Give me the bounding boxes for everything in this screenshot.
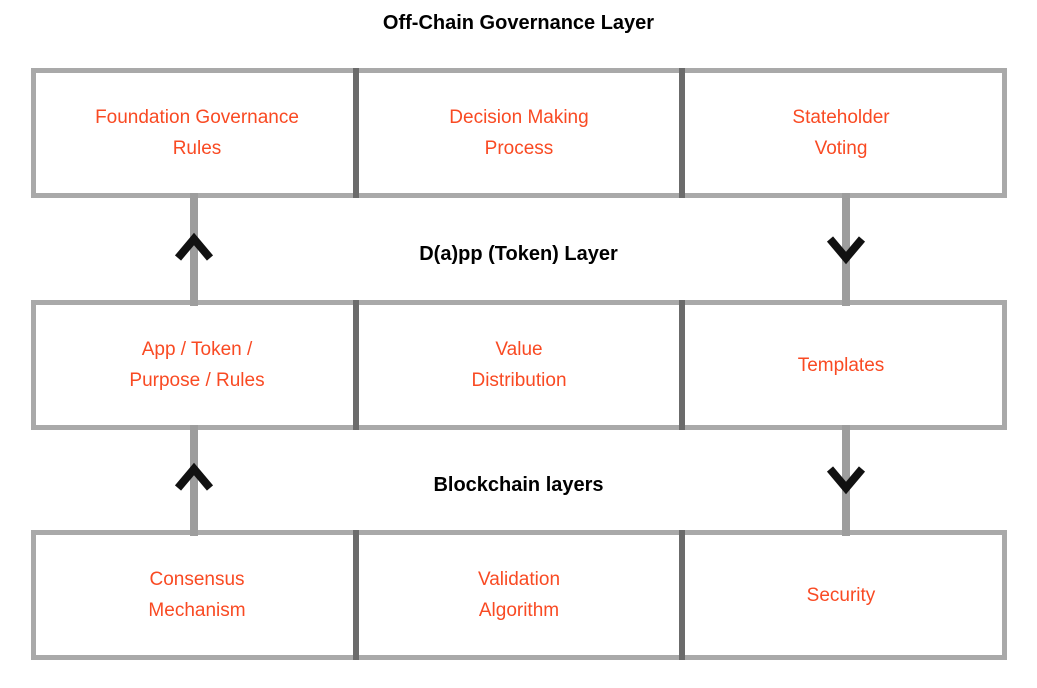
cell-divider [679,300,685,430]
node-decision-making-process: Decision Making Process [449,107,589,159]
layer-row-offchain: Foundation Governance Rules Decision Mak… [31,68,1007,198]
layer-label-offchain-governance: Off-Chain Governance Layer [382,12,655,34]
cell-divider [679,68,685,198]
node-app-token-purpose-rules: App / Token / Purpose / Rules [129,339,265,391]
node-templates: Templates [797,354,885,376]
cell-divider [353,300,359,430]
cell-divider [679,530,685,660]
node-consensus-mechanism: Consensus Mechanism [148,569,246,621]
layer-row-blockchain: Consensus Mechanism Validation Algorithm… [31,530,1007,660]
node-foundation-governance-rules: Foundation Governance Rules [95,107,299,159]
cell-divider [353,530,359,660]
node-value-distribution: Value Distribution [471,339,567,391]
node-stateholder-voting: Stateholder Voting [792,107,890,159]
cell-divider [353,68,359,198]
layer-label-dapp-token: D(a)pp (Token) Layer [419,243,618,265]
node-validation-algorithm: Validation Algorithm [477,569,561,621]
layer-label-blockchain: Blockchain layers [433,474,604,496]
node-security: Security [806,584,876,606]
layer-row-dapp-token: App / Token / Purpose / Rules Value Dist… [31,300,1007,430]
